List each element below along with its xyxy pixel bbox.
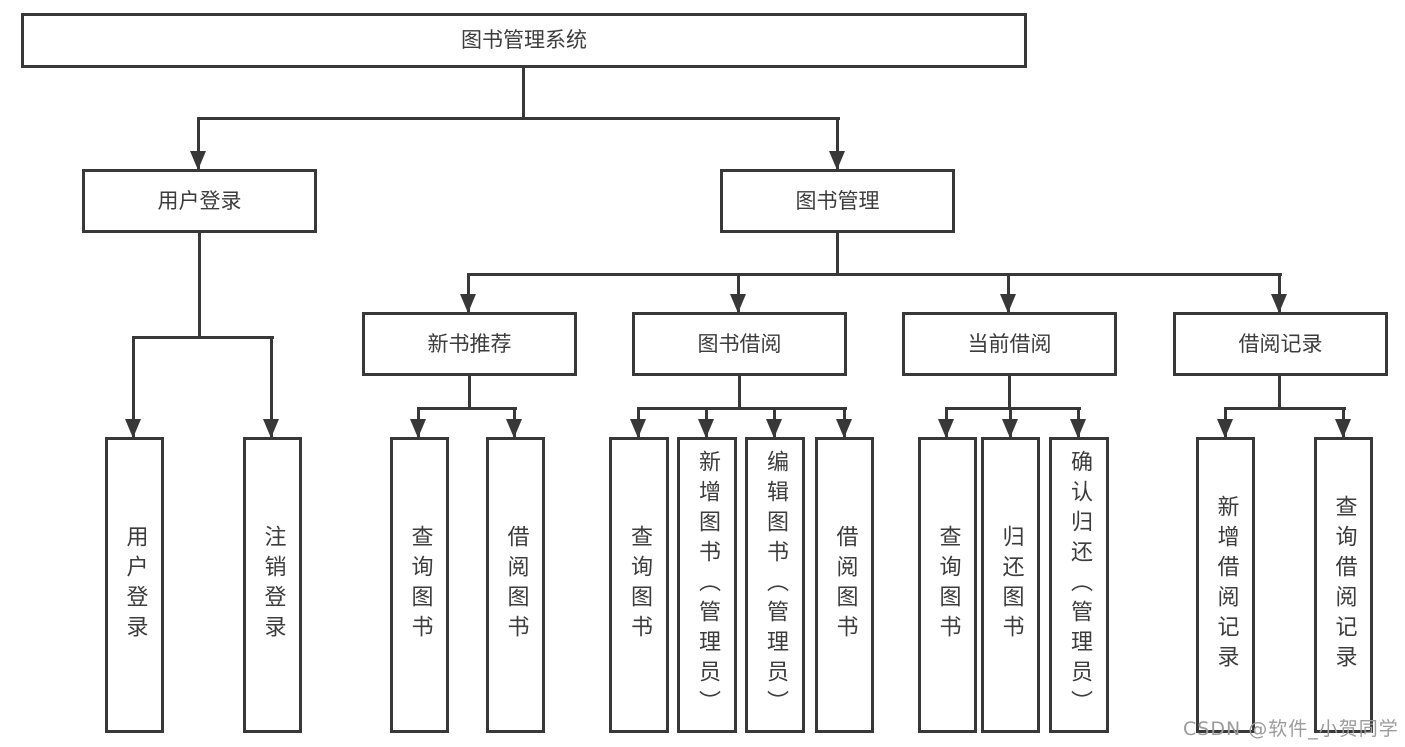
node-label: 注销登录 [260, 525, 286, 645]
node-label: 用户登录 [157, 188, 242, 213]
node-borrow-records: 借阅记录 [1173, 312, 1388, 376]
node-label: 新增图书（管理员） [695, 450, 720, 720]
arrow-leaf [1070, 407, 1087, 438]
node-label: 当前借阅 [967, 331, 1052, 356]
connector-root-stem [522, 68, 525, 117]
leaf-add-borrow-record: 新增借阅记录 [1196, 437, 1255, 733]
node-label: 编辑图书（管理员） [763, 450, 788, 720]
connector-current-borrow-stem [1008, 376, 1011, 407]
arrow-leaf [630, 407, 647, 438]
node-label: 借阅图书 [832, 525, 858, 645]
connector-user-login-stem [198, 233, 201, 336]
arrow-to-leaf-user-login [125, 336, 142, 438]
leaf-confirm-return-admin: 确认归还（管理员） [1049, 437, 1109, 733]
leaf-query-books-recommend: 查询图书 [390, 437, 449, 733]
arrow-leaf [836, 407, 853, 438]
arrow-leaf [766, 407, 783, 438]
arrow-leaf [698, 407, 715, 438]
node-user-login: 用户登录 [82, 169, 317, 233]
node-label: 图书管理 [795, 188, 880, 213]
node-label: 查询图书 [935, 525, 961, 645]
node-root-library-system: 图书管理系统 [21, 13, 1027, 68]
node-current-borrow: 当前借阅 [902, 312, 1117, 376]
leaf-user-login: 用户登录 [105, 437, 164, 733]
connector-new-book-recommend-stem [468, 376, 471, 407]
arrow-leaf [1002, 407, 1019, 438]
connector-new-book-recommend-bar [417, 407, 517, 410]
arrow-to-user-login [190, 117, 207, 170]
node-label: 用户登录 [122, 525, 148, 645]
node-label: 归还图书 [998, 525, 1024, 645]
connector-user-login-bar [132, 336, 274, 339]
node-label: 确认归还（管理员） [1067, 450, 1092, 720]
connector-root-bar [197, 117, 840, 120]
leaf-borrow-books: 借阅图书 [815, 437, 874, 733]
arrow-leaf [1217, 407, 1234, 438]
arrow-to-current-borrow [1000, 273, 1017, 313]
node-book-borrow: 图书借阅 [632, 312, 847, 376]
connector-current-borrow-bar [945, 407, 1081, 410]
node-label: 查询借阅记录 [1331, 495, 1357, 675]
node-label: 新书推荐 [427, 331, 512, 356]
connector-book-management-stem [836, 233, 839, 273]
node-label: 查询图书 [407, 525, 433, 645]
arrow-to-leaf-logout [263, 336, 280, 438]
csdn-watermark: CSDN @软件_小贺同学 [1183, 718, 1399, 740]
node-label: 图书借阅 [697, 331, 782, 356]
arrow-to-new-book-recommend [460, 273, 477, 313]
node-label: 新增借阅记录 [1213, 495, 1239, 675]
leaf-return-books: 归还图书 [981, 437, 1040, 733]
node-book-management: 图书管理 [720, 169, 955, 233]
connector-book-borrow-bar [637, 407, 847, 410]
leaf-query-books-borrow: 查询图书 [609, 437, 669, 733]
connector-borrow-records-stem [1278, 376, 1281, 407]
connector-borrow-records-bar [1224, 407, 1346, 410]
arrow-leaf [506, 407, 523, 438]
node-label: 借阅记录 [1238, 331, 1323, 356]
node-new-book-recommend: 新书推荐 [362, 312, 577, 376]
arrow-to-book-borrow [730, 273, 747, 313]
node-label: 查询图书 [627, 525, 652, 645]
leaf-borrow-books-recommend: 借阅图书 [486, 437, 545, 733]
arrow-to-book-management [829, 117, 846, 170]
leaf-logout: 注销登录 [243, 437, 302, 733]
arrow-leaf [938, 407, 955, 438]
leaf-query-books-current: 查询图书 [918, 437, 977, 733]
node-label: 图书管理系统 [461, 28, 587, 52]
connector-book-management-bar [467, 273, 1282, 276]
leaf-add-books-admin: 新增图书（管理员） [677, 437, 737, 733]
leaf-edit-books-admin: 编辑图书（管理员） [745, 437, 805, 733]
connector-book-borrow-stem [738, 376, 741, 407]
leaf-query-borrow-record: 查询借阅记录 [1314, 437, 1373, 733]
arrow-to-borrow-records [1271, 273, 1288, 313]
node-label: 借阅图书 [503, 525, 529, 645]
arrow-leaf [410, 407, 427, 438]
arrow-leaf [1335, 407, 1352, 438]
